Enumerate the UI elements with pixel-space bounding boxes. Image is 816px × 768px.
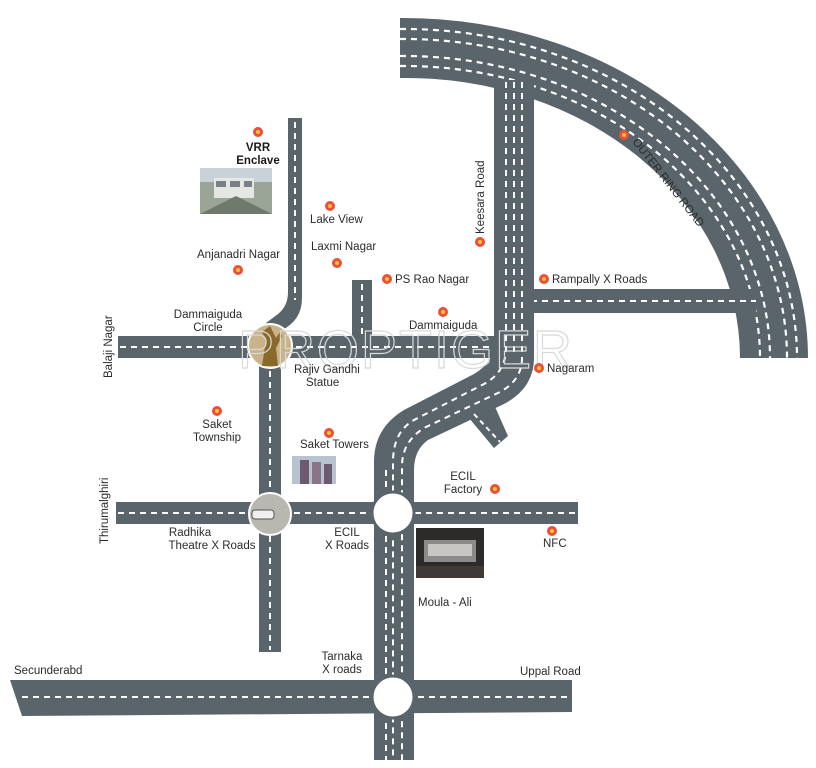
laxmi-nagar-marker xyxy=(332,258,342,268)
ps-rao-marker xyxy=(382,274,392,284)
label-keesara-road: Keesara Road xyxy=(475,160,487,234)
junctions xyxy=(247,323,416,720)
label-dammaiguda-circle-1: Dammaiguda xyxy=(174,309,243,321)
label-saket-township-2: Township xyxy=(193,432,241,444)
photos xyxy=(200,168,484,578)
labels: VRR Enclave Lake View Laxmi Nagar Anjana… xyxy=(14,136,706,678)
vrr-enclave-photo xyxy=(200,168,272,214)
label-thirumalghiri: Thirumalghiri xyxy=(99,478,111,544)
moula-ali-photo xyxy=(416,528,484,578)
nagaram-slip-road xyxy=(464,400,508,448)
label-uppal-road: Uppal Road xyxy=(520,666,581,678)
saket-towers-photo xyxy=(292,456,336,484)
vrr-road xyxy=(262,118,302,338)
anjanadri-marker xyxy=(233,265,243,275)
tarnaka-x-roads-junction xyxy=(370,674,416,720)
label-saket-towers: Saket Towers xyxy=(300,439,369,451)
vrr-enclave-marker xyxy=(253,127,263,137)
label-rampally: Rampally X Roads xyxy=(552,274,647,286)
label-radhika-1: Radhika xyxy=(169,527,212,539)
outer-ring-marker xyxy=(619,130,629,140)
road-network xyxy=(10,17,808,760)
keesara-marker xyxy=(475,237,485,247)
rampally-marker xyxy=(539,274,549,284)
statue-icon xyxy=(262,326,282,366)
label-dammaiguda-circle-2: Circle xyxy=(193,322,222,334)
label-tarnaka-2: X roads xyxy=(322,664,362,676)
label-laxmi-nagar: Laxmi Nagar xyxy=(311,241,376,253)
dammaiguda-marker xyxy=(438,307,448,317)
label-ps-rao: PS Rao Nagar xyxy=(395,274,469,286)
ecil-x-roads-junction xyxy=(370,490,416,536)
label-saket-township-1: Saket xyxy=(202,419,232,431)
label-ecil-factory-1: ECIL xyxy=(450,471,476,483)
label-secunderabad: Secunderabd xyxy=(14,665,82,677)
label-lake-view: Lake View xyxy=(310,214,364,226)
lake-view-marker xyxy=(325,201,335,211)
nagaram-marker xyxy=(534,363,544,373)
label-moula-ali: Moula - Ali xyxy=(418,597,472,609)
watermark: PROPTIGER xyxy=(238,320,574,380)
car-icon xyxy=(251,509,275,520)
keesara-road xyxy=(374,80,534,760)
label-balaji-nagar: Balaji Nagar xyxy=(103,315,115,378)
label-dammaiguda: Dammaiguda xyxy=(409,320,478,332)
ecil-road xyxy=(116,502,578,524)
label-nfc: NFC xyxy=(543,538,567,550)
ecil-factory-marker xyxy=(490,484,500,494)
label-ecil-factory-2: Factory xyxy=(444,484,483,496)
saket-township-marker xyxy=(212,406,222,416)
project-name-line2: Enclave xyxy=(236,155,279,167)
label-ecil-x-roads-1: ECIL xyxy=(334,527,360,539)
markers xyxy=(212,127,629,536)
label-ecil-x-roads-2: X Roads xyxy=(325,540,369,552)
label-rajiv-gandhi-2: Statue xyxy=(306,377,339,389)
saket-towers-marker xyxy=(324,428,334,438)
label-radhika-2: Theatre X Roads xyxy=(169,540,256,552)
label-rajiv-gandhi-1: Rajiv Gandhi xyxy=(294,364,360,376)
nfc-marker xyxy=(547,526,557,536)
rampally-road xyxy=(520,289,756,313)
project-name-line1: VRR xyxy=(246,142,271,154)
label-anjanadri: Anjanadri Nagar xyxy=(197,249,280,261)
label-nagaram: Nagaram xyxy=(547,363,594,375)
label-tarnaka-1: Tarnaka xyxy=(322,651,364,663)
